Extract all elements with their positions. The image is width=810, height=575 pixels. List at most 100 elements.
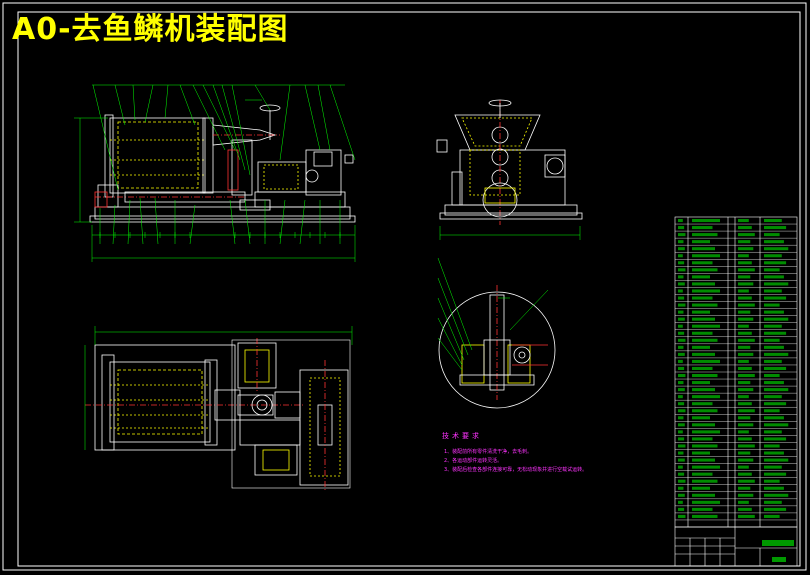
parts-table-cell-mark xyxy=(692,416,710,420)
parts-table-cell-mark xyxy=(738,486,751,490)
parts-table-cell-mark xyxy=(678,514,686,518)
parts-table-cell-mark xyxy=(738,437,752,441)
parts-table-cell-mark xyxy=(692,226,713,230)
parts-list-rows xyxy=(675,219,797,521)
parts-table-cell-mark xyxy=(738,324,749,328)
parts-table-cell-mark xyxy=(678,289,683,293)
parts-table-cell-mark xyxy=(738,219,749,223)
parts-table-cell-mark xyxy=(738,247,754,251)
parts-table-cell-mark xyxy=(764,402,787,406)
parts-table-cell-mark xyxy=(738,374,755,378)
parts-table-cell-mark xyxy=(678,310,684,314)
parts-table-cell-mark xyxy=(692,444,718,448)
parts-table-cell-mark xyxy=(738,359,749,363)
parts-table-cell-mark xyxy=(692,437,713,441)
parts-table-cell-mark xyxy=(738,402,752,406)
parts-table-cell-mark xyxy=(764,395,782,399)
parts-table-cell-mark xyxy=(678,472,685,476)
parts-table-cell-mark xyxy=(678,388,685,392)
parts-table-cell-mark xyxy=(678,331,685,335)
parts-table-cell-mark xyxy=(678,240,684,244)
parts-table-cell-mark xyxy=(738,444,755,448)
parts-table-cell-mark xyxy=(678,444,686,448)
parts-table-cell-mark xyxy=(692,275,710,279)
parts-table-cell-mark xyxy=(764,338,780,342)
parts-table-cell-mark xyxy=(678,458,685,462)
parts-table-cell-mark xyxy=(764,324,782,328)
parts-table-cell-mark xyxy=(692,409,718,413)
parts-table-cell-mark xyxy=(692,388,715,392)
parts-table-cell-mark xyxy=(692,451,710,455)
parts-table-cell-mark xyxy=(692,331,713,335)
parts-table-cell-mark xyxy=(692,254,720,258)
parts-table-cell-mark xyxy=(764,226,787,230)
parts-table-cell-mark xyxy=(678,451,684,455)
parts-table-cell-mark xyxy=(692,465,720,469)
parts-table-cell-mark xyxy=(678,500,683,504)
parts-table-cell-mark xyxy=(738,317,754,321)
parts-table-cell-mark xyxy=(678,402,685,406)
parts-table-cell-mark xyxy=(738,500,749,504)
title-block xyxy=(674,526,798,567)
tech-requirements-heading: 技术要求 xyxy=(442,432,482,440)
parts-table-cell-mark xyxy=(692,507,713,511)
parts-table-cell-mark xyxy=(738,233,755,237)
parts-table-cell-mark xyxy=(692,310,710,314)
parts-table-cell-mark xyxy=(738,409,755,413)
parts-table-cell-mark xyxy=(764,331,787,335)
parts-table-cell-mark xyxy=(692,233,718,237)
parts-table-cell-mark xyxy=(678,430,683,434)
parts-table-cell-mark xyxy=(692,247,715,251)
parts-table-cell-mark xyxy=(678,507,685,511)
parts-table-cell-mark xyxy=(764,444,780,448)
parts-table-cell-mark xyxy=(678,366,685,370)
parts-table-cell-mark xyxy=(692,289,720,293)
parts-table-cell-mark xyxy=(738,472,752,476)
parts-table-cell-mark xyxy=(692,500,720,504)
parts-table-cell-mark xyxy=(764,416,784,420)
parts-table-cell-mark xyxy=(678,268,686,272)
parts-table-cell-mark xyxy=(738,345,751,349)
parts-table-cell-mark xyxy=(764,219,782,223)
parts-table-cell-mark xyxy=(764,500,782,504)
parts-table-cell-mark xyxy=(764,381,784,385)
parts-table-cell-mark xyxy=(678,282,685,286)
parts-table-cell-mark xyxy=(692,395,720,399)
parts-table-cell-mark xyxy=(738,303,755,307)
parts-table-cell-mark xyxy=(738,282,754,286)
parts-table-cell-mark xyxy=(738,226,752,230)
parts-table-cell-mark xyxy=(692,352,715,356)
parts-table-cell-mark xyxy=(738,416,751,420)
tech-requirement-line-3: 3、装配后检查各部件连接可靠，无松动现象并进行空载试运转。 xyxy=(444,467,588,473)
parts-table-cell-mark xyxy=(764,233,780,237)
parts-table-cell-mark xyxy=(692,324,720,328)
parts-table-cell-mark xyxy=(692,282,715,286)
parts-table-cell-mark xyxy=(738,423,754,427)
parts-table-cell-mark xyxy=(678,359,683,363)
parts-table-cell-mark xyxy=(692,493,715,497)
parts-table-cell-mark xyxy=(692,338,718,342)
parts-table-cell-mark xyxy=(764,514,780,518)
inner-frame xyxy=(17,11,801,567)
parts-table-cell-mark xyxy=(764,247,789,251)
parts-table-cell-mark xyxy=(764,268,780,272)
parts-table-cell-mark xyxy=(678,324,683,328)
parts-table-cell-mark xyxy=(764,507,787,511)
parts-table-cell-mark xyxy=(678,226,685,230)
parts-table-cell-mark xyxy=(678,479,686,483)
parts-table-cell-mark xyxy=(764,352,789,356)
parts-table-cell-mark xyxy=(692,268,718,272)
parts-table-cell-mark xyxy=(764,409,780,413)
parts-table-cell-mark xyxy=(692,261,713,265)
parts-table-cell-mark xyxy=(692,303,718,307)
parts-table-cell-mark xyxy=(692,402,713,406)
parts-table-cell-mark xyxy=(692,458,715,462)
parts-table-cell-mark xyxy=(678,465,683,469)
parts-table-cell-mark xyxy=(764,359,782,363)
parts-table-cell-mark xyxy=(692,374,718,378)
parts-table-cell-mark xyxy=(738,381,751,385)
tech-requirement-line-2: 2、各运动部件运转灵活。 xyxy=(444,458,503,464)
parts-table-cell-mark xyxy=(678,219,683,223)
parts-table-cell-mark xyxy=(692,219,720,223)
detail-view xyxy=(437,257,556,409)
